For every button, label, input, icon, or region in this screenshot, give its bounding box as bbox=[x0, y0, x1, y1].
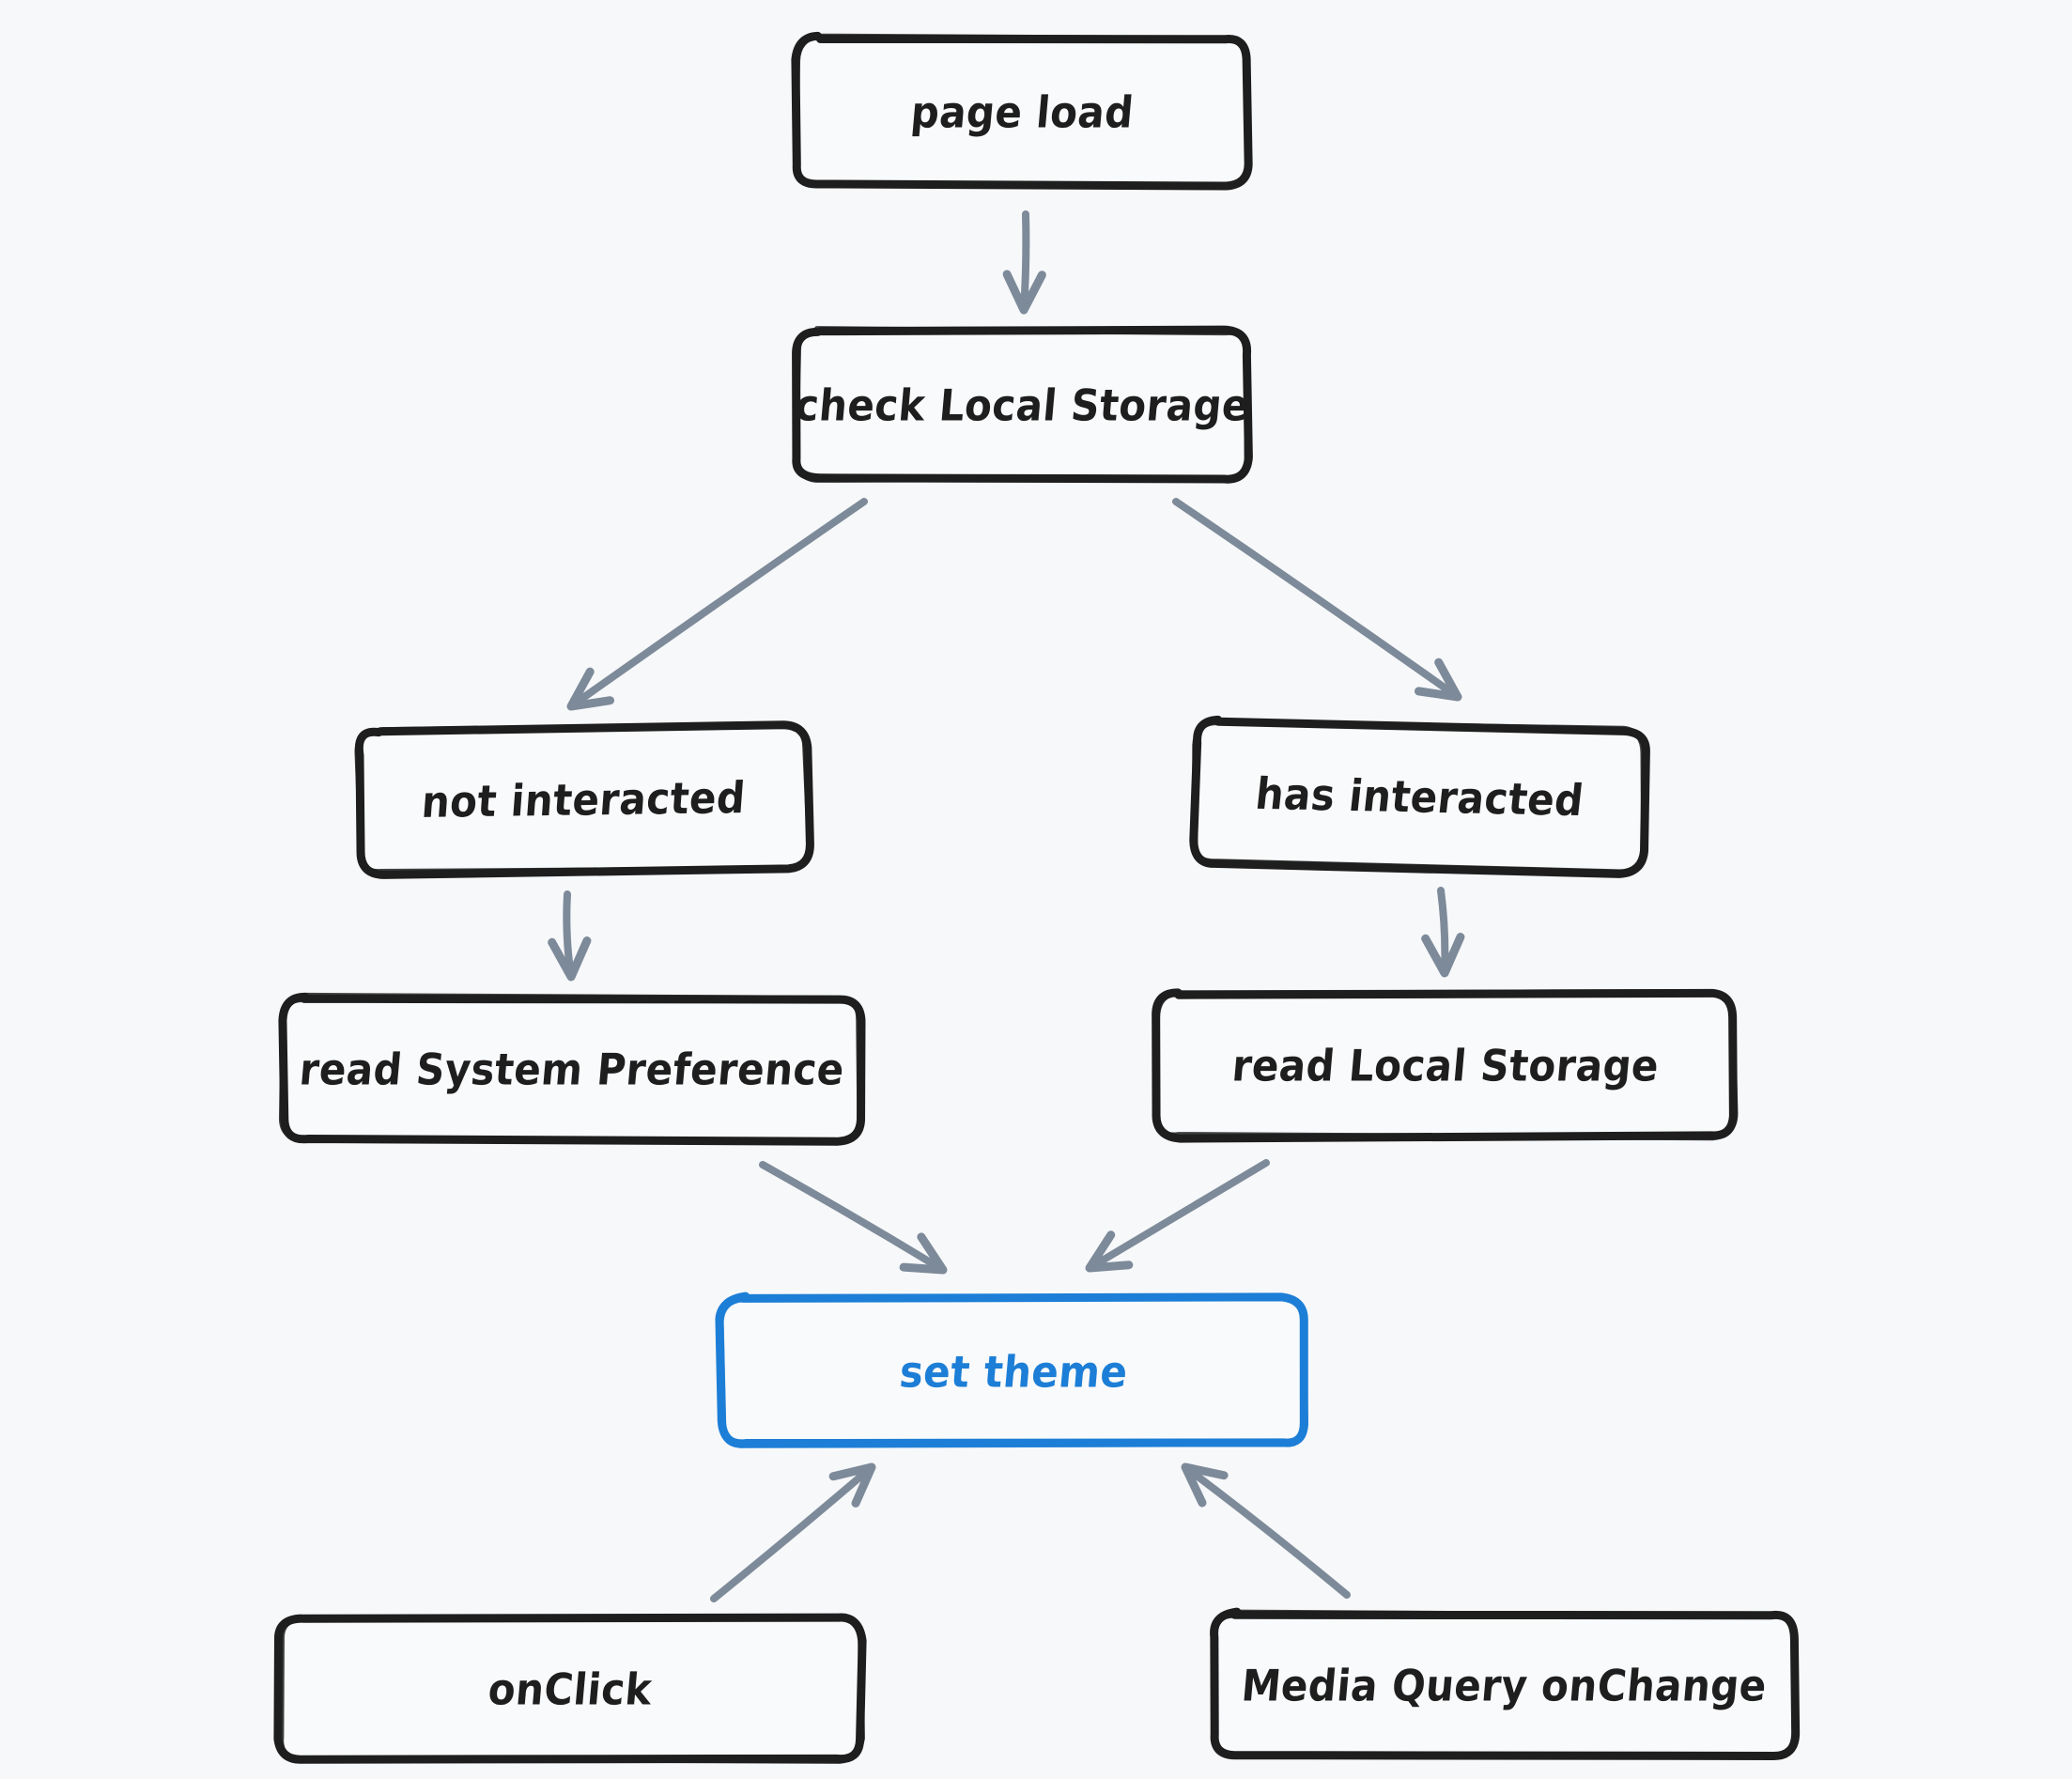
node-label: not interacted bbox=[419, 771, 748, 828]
edge-read-system-pref-to-set-theme bbox=[759, 1161, 948, 1275]
node-page-load[interactable]: page load bbox=[791, 31, 1253, 191]
edge-check-local-storage-to-has-interacted bbox=[1172, 498, 1462, 702]
node-label: read System Preference bbox=[297, 1044, 847, 1094]
node-media-query-change[interactable]: Media Query onChange bbox=[1210, 1607, 1801, 1760]
node-read-local-storage[interactable]: read Local Storage bbox=[1152, 988, 1739, 1143]
edge-read-local-storage-to-set-theme bbox=[1085, 1159, 1270, 1273]
edge-page-load-to-check-local-storage bbox=[1002, 210, 1046, 315]
node-label: read Local Storage bbox=[1229, 1040, 1662, 1091]
node-label: Media Query onChange bbox=[1239, 1660, 1769, 1710]
node-on-click[interactable]: onClick bbox=[273, 1613, 867, 1764]
node-read-system-pref[interactable]: read System Preference bbox=[278, 992, 866, 1146]
node-label: set theme bbox=[897, 1346, 1130, 1397]
edge-has-interacted-to-read-local-storage bbox=[1421, 887, 1465, 978]
edge-media-query-change-to-set-theme bbox=[1181, 1462, 1351, 1599]
node-not-interacted[interactable]: not interacted bbox=[354, 720, 814, 879]
edge-check-local-storage-to-not-interacted bbox=[566, 498, 868, 711]
node-has-interacted[interactable]: has interacted bbox=[1189, 715, 1650, 878]
node-label: page load bbox=[908, 86, 1136, 137]
edge-not-interacted-to-read-system-pref bbox=[548, 890, 592, 982]
node-label: onClick bbox=[486, 1663, 655, 1714]
node-check-local-storage[interactable]: check Local Storage bbox=[792, 325, 1253, 484]
node-set-theme[interactable]: set theme bbox=[715, 1292, 1309, 1448]
edge-on-click-to-set-theme bbox=[710, 1462, 876, 1602]
node-label: check Local Storage bbox=[793, 379, 1251, 430]
node-label: has interacted bbox=[1252, 767, 1586, 826]
